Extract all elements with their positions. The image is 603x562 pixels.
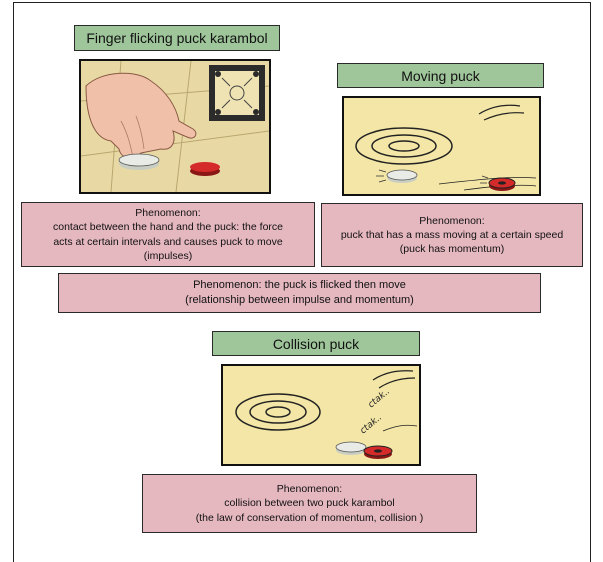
red-puck-icon [190, 162, 220, 176]
moving-puck-illustration [342, 96, 541, 196]
title-finger-flicking: Finger flicking puck karambol [74, 25, 280, 51]
white-puck-icon [119, 154, 159, 170]
collision-puck-illustration: ctak.. ctak.. [221, 364, 421, 466]
phenomenon-box-momentum: Phenomenon: puck that has a mass moving … [321, 203, 583, 267]
white-puck-icon [336, 442, 366, 455]
phenomenon-box-collision: Phenomenon: collision between two puck k… [142, 474, 477, 533]
title-moving-puck: Moving puck [337, 63, 544, 88]
title-collision-puck: Collision puck [212, 331, 420, 356]
carrom-board-icon [209, 65, 265, 121]
red-puck-icon [364, 446, 392, 459]
finger-flicking-illustration [79, 59, 271, 194]
phenomenon-box-relationship: Phenomenon: the puck is flicked then mov… [58, 273, 541, 313]
phenomenon-box-impulse: Phenomenon: contact between the hand and… [21, 202, 315, 267]
